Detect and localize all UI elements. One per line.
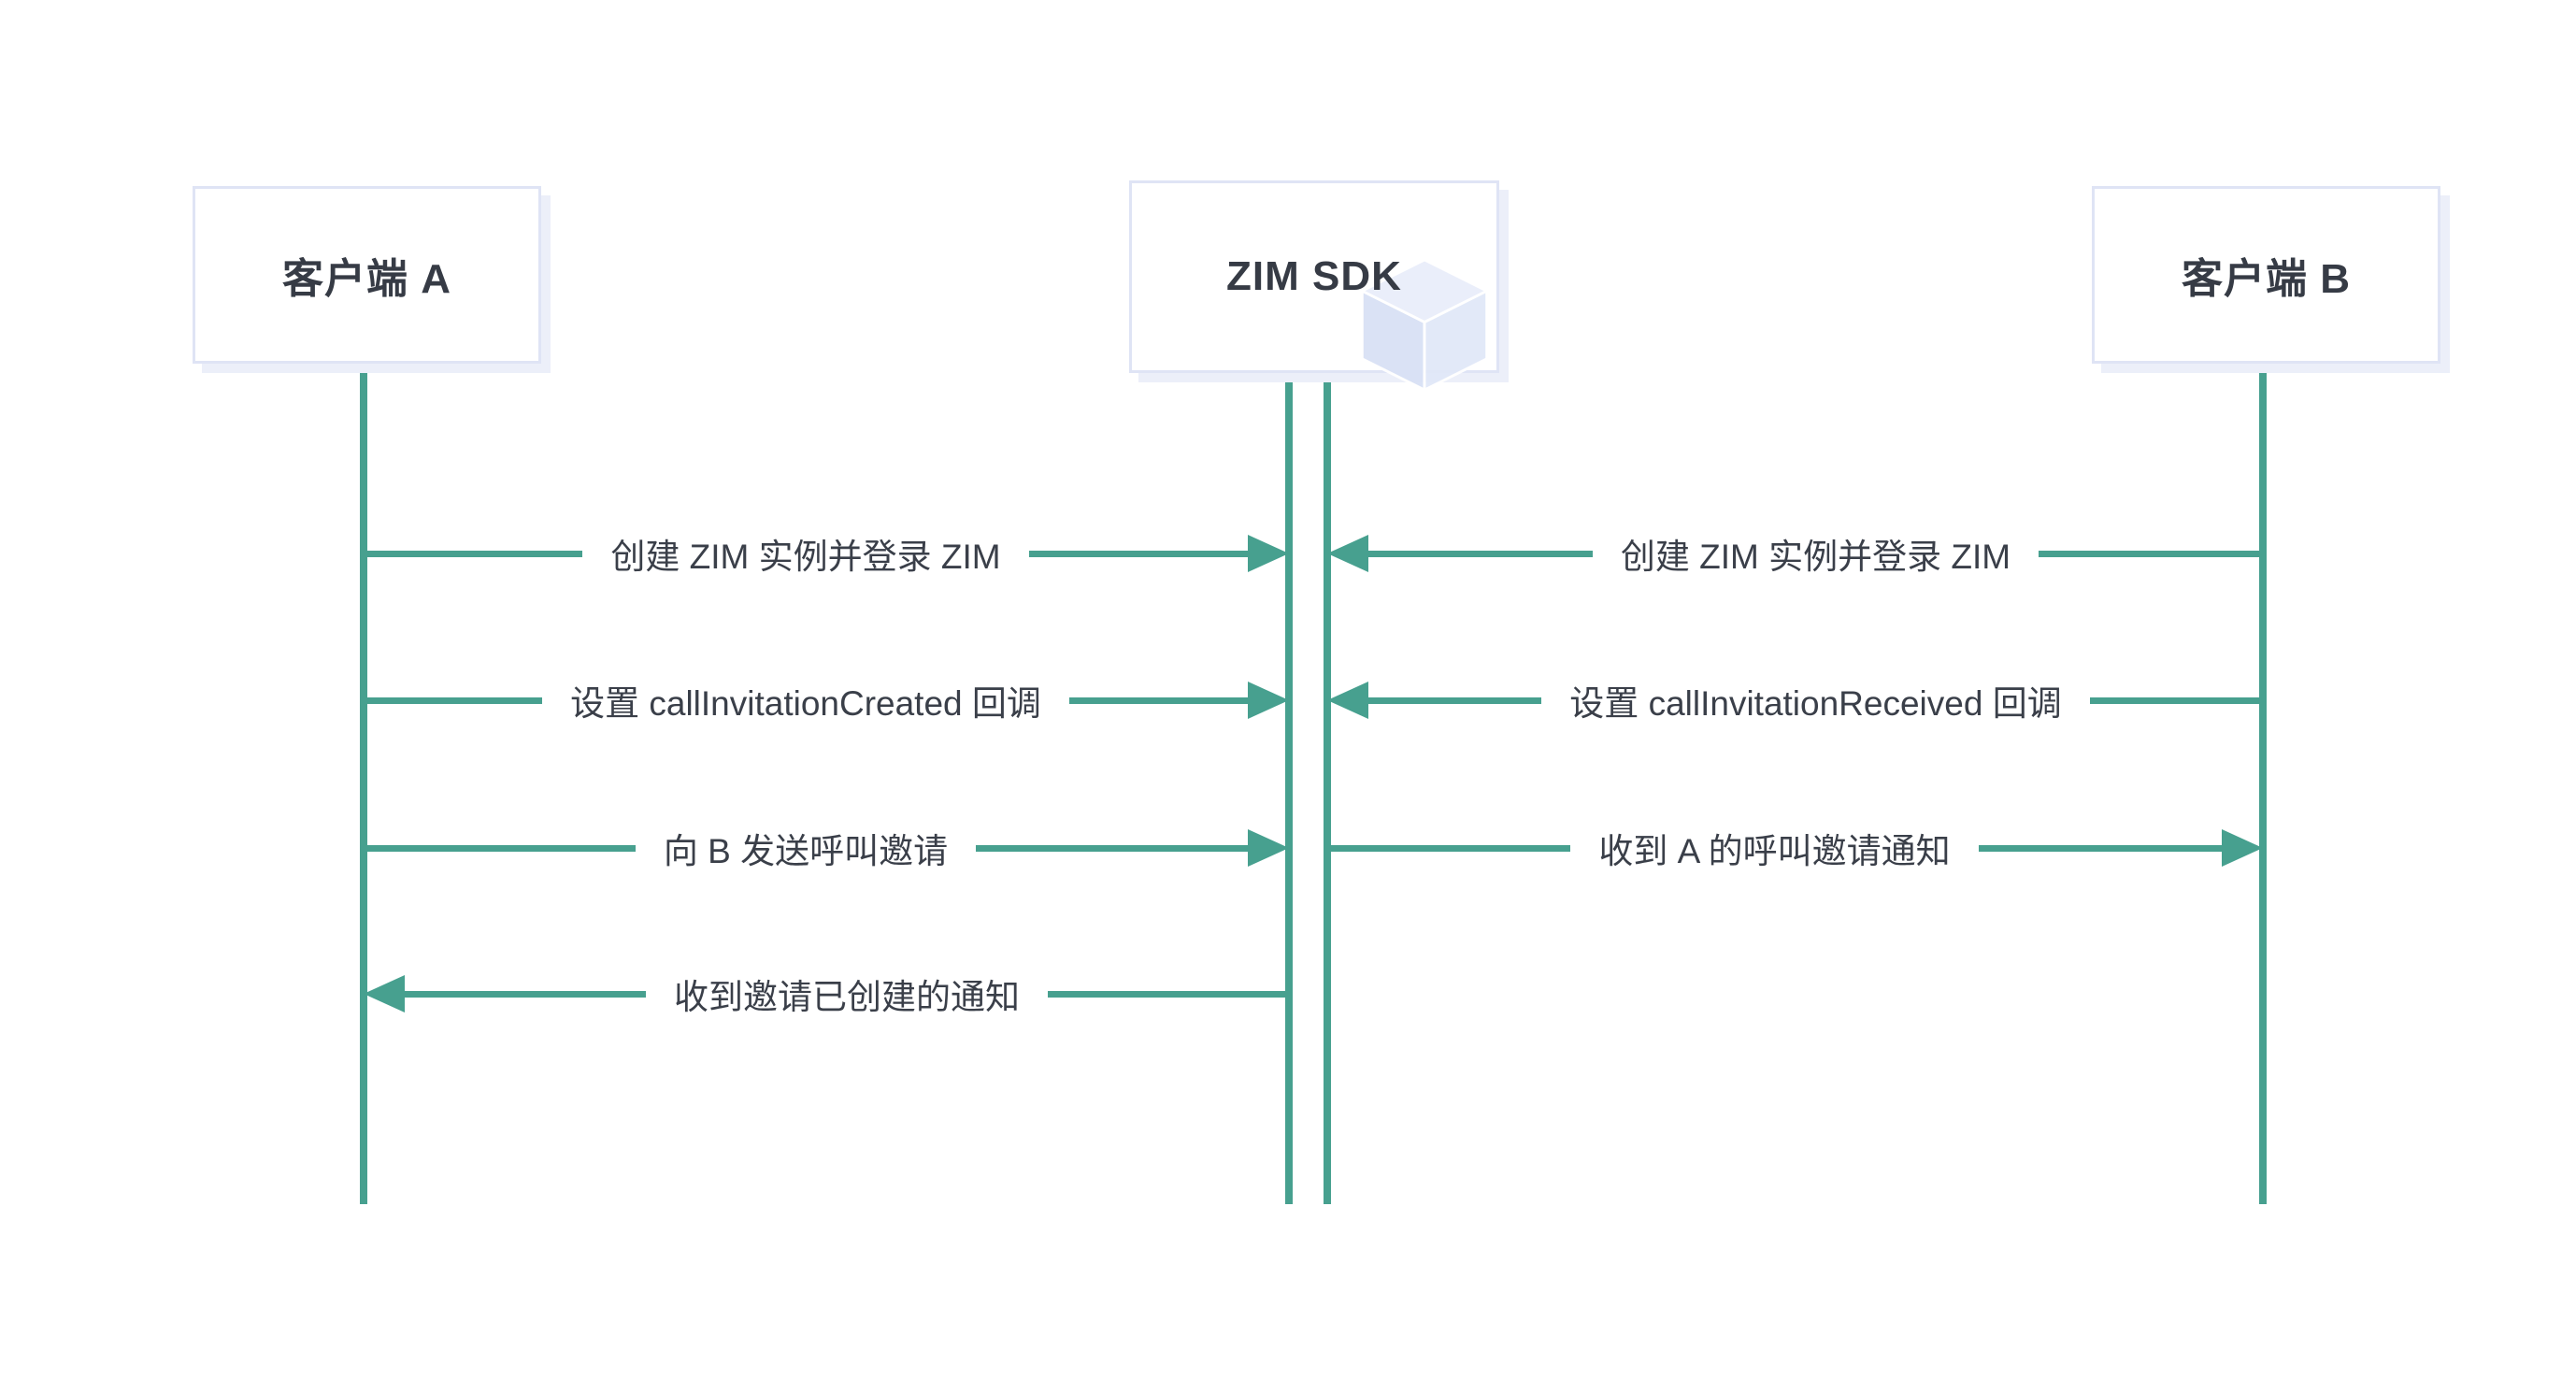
message-label: 收到邀请已创建的通知	[646, 969, 1048, 1019]
message-invitation-created: 收到邀请已创建的通知	[364, 969, 1289, 1019]
actor-zim-sdk: ZIM SDK	[1129, 180, 1499, 393]
lifeline-zim-sdk-left	[1285, 366, 1293, 1204]
arrow-line	[2039, 550, 2263, 557]
arrow-line	[364, 696, 543, 704]
arrow-line	[405, 990, 646, 998]
actor-client-b-label: 客户端 B	[2182, 256, 2351, 302]
arrow-line	[1068, 696, 1248, 704]
lifeline-client-a	[360, 358, 367, 1204]
arrow-line	[2089, 696, 2264, 704]
message-label: 创建 ZIM 实例并登录 ZIM	[1592, 528, 2039, 579]
arrow-line	[364, 844, 636, 852]
message-set-callback-b: 设置 callInvitationReceived 回调	[1327, 675, 2264, 725]
message-invitation-received: 收到 A 的呼叫邀请通知	[1327, 823, 2264, 873]
actor-client-a-label: 客户端 A	[282, 256, 451, 302]
arrowhead-right-icon	[1248, 829, 1289, 867]
arrow-line	[1048, 990, 1289, 998]
arrow-line	[364, 550, 583, 557]
arrowhead-right-icon	[2222, 829, 2264, 867]
message-label: 设置 callInvitationReceived 回调	[1541, 675, 2090, 725]
actor-client-a: 客户端 A	[193, 186, 541, 364]
arrow-line	[1327, 844, 1571, 852]
arrow-line	[1368, 550, 1593, 557]
arrow-line	[976, 844, 1248, 852]
message-label: 向 B 发送呼叫邀请	[635, 823, 977, 873]
arrowhead-right-icon	[1248, 682, 1289, 719]
message-create-login-a: 创建 ZIM 实例并登录 ZIM	[364, 528, 1289, 579]
arrowhead-left-icon	[1327, 682, 1368, 719]
lifeline-zim-sdk-right	[1324, 366, 1331, 1204]
lifeline-client-b	[2259, 358, 2267, 1204]
actor-zim-sdk-label: ZIM SDK	[1226, 253, 1402, 299]
arrow-line	[1978, 844, 2223, 852]
message-send-invitation: 向 B 发送呼叫邀请	[364, 823, 1289, 873]
arrow-line	[1368, 696, 1542, 704]
message-set-callback-a: 设置 callInvitationCreated 回调	[364, 675, 1289, 725]
actor-client-b: 客户端 B	[2092, 186, 2440, 364]
arrowhead-left-icon	[364, 975, 405, 1012]
message-label: 创建 ZIM 实例并登录 ZIM	[582, 528, 1029, 579]
arrow-line	[1028, 550, 1248, 557]
message-label: 设置 callInvitationCreated 回调	[542, 675, 1069, 725]
message-create-login-b: 创建 ZIM 实例并登录 ZIM	[1327, 528, 2263, 579]
arrowhead-left-icon	[1327, 535, 1368, 572]
arrowhead-right-icon	[1248, 535, 1289, 572]
message-label: 收到 A 的呼叫邀请通知	[1570, 823, 1979, 873]
